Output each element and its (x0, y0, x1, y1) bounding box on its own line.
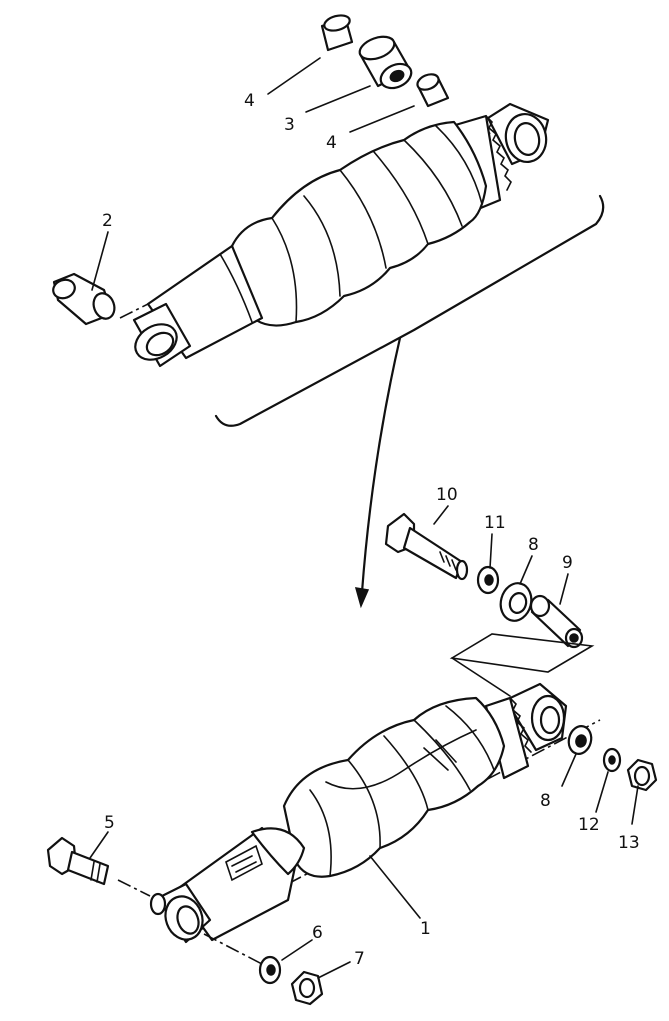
part-8-seal-upper (499, 582, 533, 622)
callout-8-upper: 8 (528, 535, 539, 555)
spring-cover-bellows (230, 120, 488, 327)
damper-body-lower (174, 826, 306, 942)
part-12-washer (602, 747, 622, 773)
leader-lines (89, 57, 639, 979)
group-bracket (214, 194, 605, 427)
callout-1: 1 (420, 919, 431, 939)
upper-mount-eye (486, 102, 550, 166)
callout-labels: 4 3 4 2 10 11 8 9 8 12 13 5 1 6 7 (102, 91, 640, 969)
callout-12: 12 (578, 815, 600, 835)
part-6-washer (258, 955, 282, 985)
part-10-bolt (384, 512, 469, 581)
part-11-washer (476, 565, 500, 595)
callout-9: 9 (562, 553, 573, 573)
callout-5: 5 (104, 813, 115, 833)
callout-2: 2 (102, 211, 113, 231)
callout-11: 11 (484, 513, 506, 533)
lower-mount-eye (149, 882, 212, 944)
upper-shock-assembly (52, 14, 605, 609)
callout-8-lower: 8 (540, 791, 551, 811)
callout-4-upper: 4 (244, 91, 255, 111)
assembly-arrow (360, 336, 402, 594)
callout-3: 3 (284, 115, 295, 135)
upper-mount-eye-lower (504, 682, 568, 752)
part-4-collar-upper (320, 14, 354, 52)
part-13-nut (626, 758, 658, 792)
callout-4-lower: 4 (326, 133, 337, 153)
part-9-collar (529, 594, 584, 649)
part-4-collar-lower (416, 73, 450, 108)
callout-13: 13 (618, 833, 640, 853)
coil-spring (282, 696, 506, 878)
callout-7: 7 (354, 949, 365, 969)
lower-mount-eye-top (132, 302, 192, 368)
callout-10: 10 (436, 485, 458, 505)
part-8-seal-lower (567, 725, 593, 755)
alignment-box (449, 633, 595, 673)
part-7-nut (290, 970, 324, 1006)
part-3-bushing (358, 35, 413, 90)
callout-6: 6 (312, 923, 323, 943)
lower-shock-assembly (46, 512, 658, 1006)
part-5-bolt (46, 836, 151, 897)
part-2-collar (52, 272, 116, 326)
